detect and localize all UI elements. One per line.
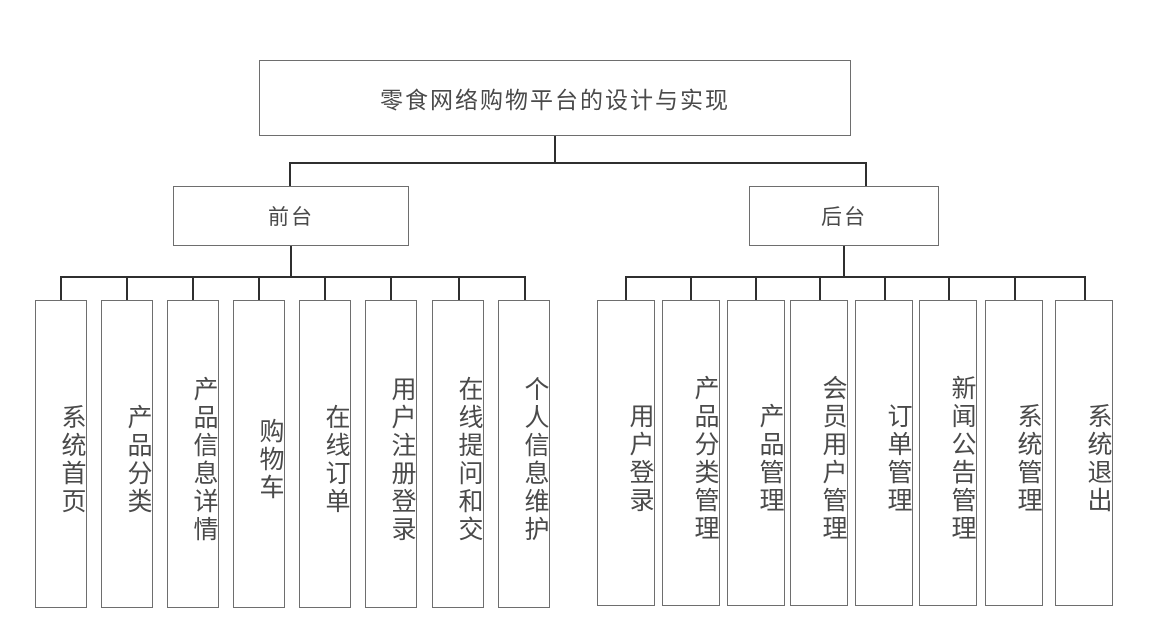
connector-branch-backend-drop [865, 162, 867, 187]
connector-frontend-bus [60, 276, 525, 278]
connector-backend-drop-3 [755, 276, 757, 300]
connector-frontend-drop-6 [390, 276, 392, 300]
node-leaf-frontend-8-label: 个人信息维护 [521, 376, 548, 544]
node-leaf-backend-2[interactable]: 产品分类管理 [662, 300, 720, 606]
connector-backend-drop-7 [1014, 276, 1016, 300]
connector-level2-bus [289, 162, 867, 164]
connector-frontend-drop-3 [192, 276, 194, 300]
node-leaf-frontend-4-label: 购物车 [256, 418, 283, 502]
connector-backend-drop-5 [884, 276, 886, 300]
node-leaf-backend-2-label: 产品分类管理 [691, 375, 718, 543]
node-branch-backend-label: 后台 [821, 205, 867, 229]
node-leaf-backend-1-label: 用户登录 [626, 403, 653, 515]
connector-backend-drop-2 [690, 276, 692, 300]
node-branch-frontend[interactable]: 前台 [173, 186, 409, 246]
node-root[interactable]: 零食网络购物平台的设计与实现 [259, 60, 851, 136]
node-leaf-frontend-5-label: 在线订单 [322, 404, 349, 516]
node-leaf-backend-3[interactable]: 产品管理 [727, 300, 785, 606]
node-leaf-frontend-4[interactable]: 购物车 [233, 300, 285, 608]
connector-frontend-drop-1 [60, 276, 62, 300]
node-leaf-frontend-6[interactable]: 用户注册登录 [365, 300, 417, 608]
connector-backend-drop-6 [948, 276, 950, 300]
connector-frontend-drop-5 [324, 276, 326, 300]
connector-frontend-drop-2 [126, 276, 128, 300]
node-leaf-frontend-2[interactable]: 产品分类 [101, 300, 153, 608]
node-leaf-frontend-3[interactable]: 产品信息详情 [167, 300, 219, 608]
node-branch-frontend-label: 前台 [268, 205, 314, 229]
node-leaf-frontend-3-label: 产品信息详情 [190, 376, 217, 544]
node-leaf-frontend-5[interactable]: 在线订单 [299, 300, 351, 608]
node-leaf-frontend-2-label: 产品分类 [124, 404, 151, 516]
connector-backend-drop-4 [819, 276, 821, 300]
node-leaf-backend-6[interactable]: 新闻公告管理 [919, 300, 977, 606]
node-leaf-backend-4[interactable]: 会员用户管理 [790, 300, 848, 606]
connector-branch-frontend-drop [289, 162, 291, 187]
connector-backend-bus [625, 276, 1086, 278]
node-leaf-backend-3-label: 产品管理 [756, 403, 783, 515]
node-leaf-frontend-1[interactable]: 系统首页 [35, 300, 87, 608]
node-leaf-frontend-6-label: 用户注册登录 [388, 376, 415, 544]
connector-frontend-drop-8 [524, 276, 526, 300]
node-leaf-backend-5-label: 订单管理 [884, 403, 911, 515]
node-leaf-frontend-8[interactable]: 个人信息维护 [498, 300, 550, 608]
node-leaf-backend-5[interactable]: 订单管理 [855, 300, 913, 606]
connector-frontend-stem [290, 246, 292, 277]
node-leaf-frontend-1-label: 系统首页 [58, 404, 85, 516]
node-leaf-frontend-7-label: 在线提问和交 [455, 376, 482, 544]
node-branch-backend[interactable]: 后台 [749, 186, 939, 246]
connector-root-stem [554, 136, 556, 163]
connector-frontend-drop-4 [258, 276, 260, 300]
connector-backend-drop-1 [625, 276, 627, 300]
connector-frontend-drop-7 [458, 276, 460, 300]
node-leaf-backend-1[interactable]: 用户登录 [597, 300, 655, 606]
connector-backend-stem [843, 246, 845, 277]
node-leaf-backend-7[interactable]: 系统管理 [985, 300, 1043, 606]
node-leaf-backend-4-label: 会员用户管理 [819, 375, 846, 543]
node-leaf-backend-7-label: 系统管理 [1014, 403, 1041, 515]
node-root-label: 零食网络购物平台的设计与实现 [380, 88, 730, 113]
node-leaf-backend-8[interactable]: 系统退出 [1055, 300, 1113, 606]
node-leaf-backend-8-label: 系统退出 [1084, 403, 1111, 515]
node-leaf-backend-6-label: 新闻公告管理 [948, 375, 975, 543]
node-leaf-frontend-7[interactable]: 在线提问和交 [432, 300, 484, 608]
connector-backend-drop-8 [1084, 276, 1086, 300]
